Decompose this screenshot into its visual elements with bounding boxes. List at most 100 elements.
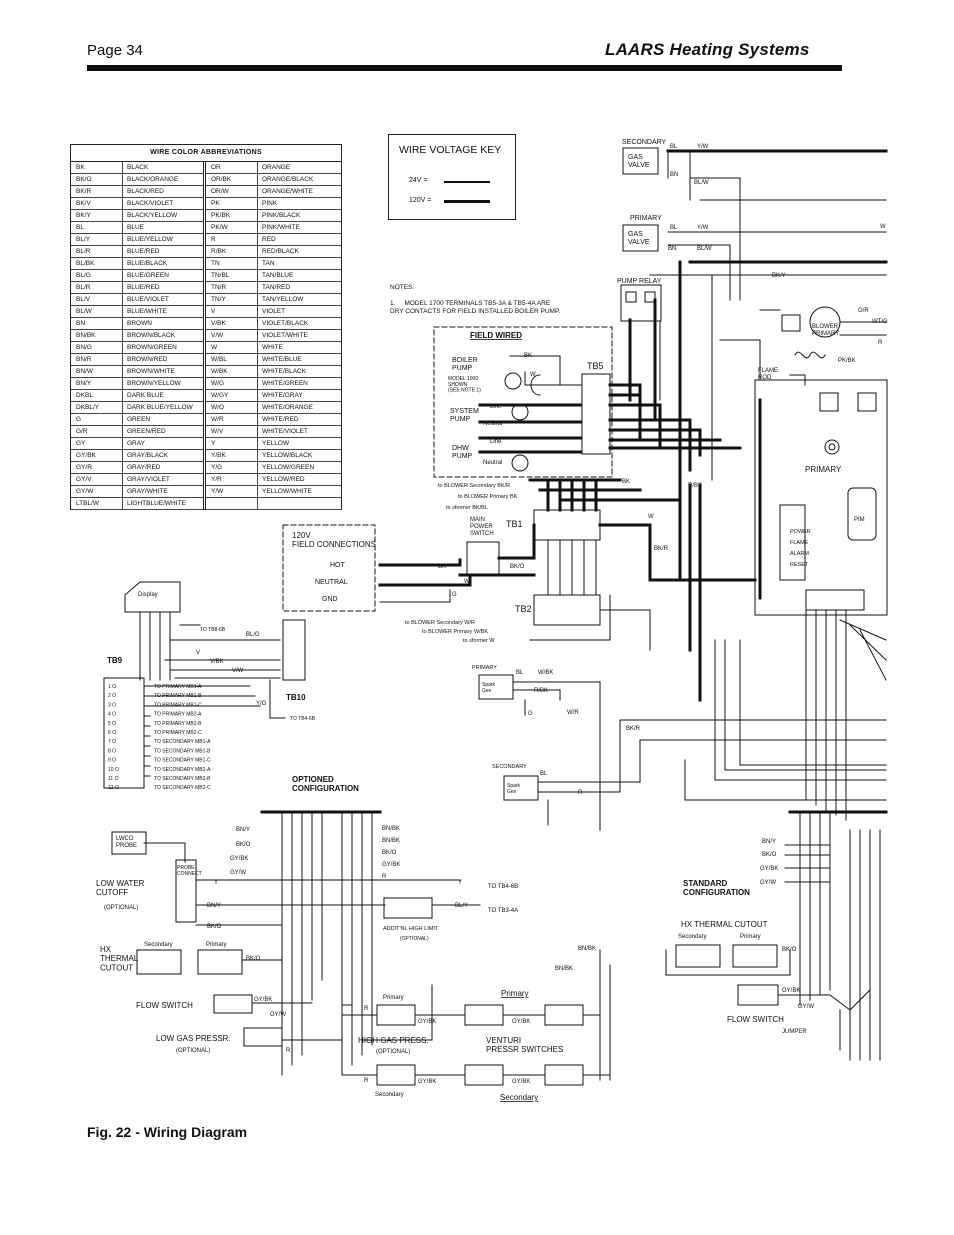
wire-color-name: RED [262, 236, 276, 243]
wire-tag-rbk-2: R/BK [534, 688, 548, 694]
flame-led-label: FLAME [790, 540, 809, 546]
wire-tag-r-5: R [364, 1078, 369, 1084]
tb9-label: TB9 [107, 656, 123, 665]
wire-color-code: G/R [71, 426, 123, 437]
wire-tag-gybk-8: GY/BK [760, 866, 778, 872]
primary-board-label: PRIMARY [805, 465, 842, 474]
tb9-terminal-number: 4 O [108, 712, 116, 718]
venturi-secondary-title: Secondary [500, 1093, 538, 1102]
high-gas-secondary-small: Secondary [375, 1092, 404, 1098]
wire-color-code: BN/W [71, 366, 123, 377]
wire-tag-gybk-3: GY/BK [254, 997, 272, 1003]
wire-color-code: TN [206, 258, 258, 269]
tb9-row-label: TO SECONDARY MB2-A [154, 767, 211, 773]
reset-button-label[interactable]: RESET [790, 562, 809, 568]
wire-color-code: Y/R [206, 474, 258, 485]
wire-tag-bky: BK/Y [772, 273, 786, 279]
additional-high-limit-label: ADDIT'NL HIGH LIMIT [383, 926, 439, 932]
wire-tag-gyw-4: GY/W [798, 1004, 814, 1010]
wire-tag-bnbk-2: BN/BK [382, 838, 400, 844]
wire-color-code: BN/R [71, 354, 123, 365]
wire-color-name: BLUE/YELLOW [127, 236, 173, 243]
wire-color-code: BN [71, 318, 123, 329]
to-sformer: to sformer BK/BL [446, 505, 488, 511]
wire-color-code: Y/G [206, 462, 258, 473]
wire-color-name: BROWN/WHITE [127, 368, 175, 375]
tb9-row-label: TO PRIMARY MB1-C [154, 702, 202, 708]
wire-color-code: GY/R [71, 462, 123, 473]
wire-color-code: Y/W [206, 486, 258, 497]
wire-color-code: TN/R [206, 282, 258, 293]
secondary-gas-valve-label: SECONDARY [622, 139, 667, 146]
wire-tag-bl-3: BL [516, 670, 524, 676]
notes-text: 1. MODEL 1700 TERMINALS TB5-3A & TB5-4A … [390, 300, 561, 315]
wire-tag-r-6: R [878, 340, 883, 346]
wire-color-name: BLUE/VIOLET [127, 296, 169, 303]
wire-tag-bly: BL/Y [455, 903, 468, 909]
wire-tag-gybk-1: GY/BK [230, 856, 248, 862]
wire-color-name: VIOLET [262, 308, 286, 315]
wire-color-code: W/BL [206, 354, 258, 365]
wire-color-name: ORANGE/WHITE [262, 188, 313, 195]
tb9-terminal-number: 12 O [108, 785, 119, 791]
wire-color-code: R [206, 234, 258, 245]
voltage-key-24v: 24V = [409, 177, 428, 184]
wire-voltage-key: WIRE VOLTAGE KEY 24V = 120V = [388, 134, 516, 220]
wire-color-name: PINK [262, 200, 278, 207]
wire-color-name: WHITE/BLACK [262, 368, 307, 375]
primary-gas-valve-label: PRIMARY [630, 215, 662, 222]
tb9-terminal-number: 11 O [108, 776, 119, 782]
tb9-row-label: TO SECONDARY MB1-A [154, 739, 211, 745]
wire-color-name: GRAY/VIOLET [127, 476, 170, 483]
tb9-row-label: TO SECONDARY MB1-C [154, 758, 211, 764]
wire-color-row: Y/W YELLOW/WHITE [206, 486, 341, 498]
wire-color-name: LIGHTBLUE/WHITE [127, 500, 186, 507]
tb9-row-label: TO PRIMARY MB2-B [154, 721, 202, 727]
wire-color-code: GY/V [71, 474, 123, 485]
low-gas-pressure-label: LOW GAS PRESSR. [156, 1034, 231, 1043]
wire-color-code: W/V [206, 426, 258, 437]
wire-tag-bko-4: BK/O [207, 924, 222, 930]
tb9-terminal-number: 9 O [108, 758, 116, 764]
pump-relay-label: PUMP RELAY [617, 278, 662, 285]
wire-color-code: TN/BL [206, 270, 258, 281]
hx-std-secondary-small: Secondary [678, 934, 707, 940]
wire-color-name: WHITE/GRAY [262, 392, 303, 399]
tb5-label: TB5 [587, 361, 604, 371]
tb9-terminal-number: 6 O [108, 730, 116, 736]
wire-tag-r-1: R [578, 790, 583, 796]
tb9-row-label: TO SECONDARY MB2-C [154, 785, 211, 791]
tb9-terminal-number: 5 O [108, 721, 116, 727]
wire-color-code: R/BK [206, 246, 258, 257]
notes-title: NOTES: [390, 284, 415, 291]
wire-color-name: YELLOW/WHITE [262, 488, 312, 495]
voltage-key-120v-line [444, 200, 490, 203]
wire-color-name: BLUE/RED [127, 248, 160, 255]
tb10-label: TB10 [286, 693, 306, 702]
